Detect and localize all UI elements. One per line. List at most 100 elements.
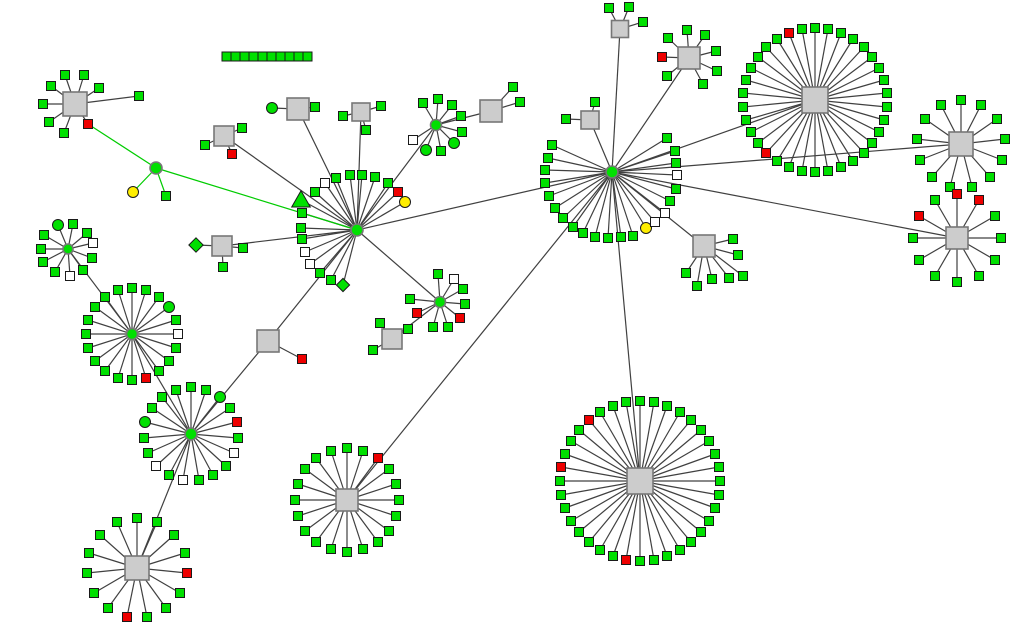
graph-node[interactable]	[221, 461, 231, 471]
graph-node[interactable]	[753, 52, 763, 62]
graph-node[interactable]	[448, 137, 460, 149]
graph-node[interactable]	[100, 292, 110, 302]
graph-node[interactable]	[127, 186, 139, 198]
graph-node[interactable]	[930, 195, 940, 205]
graph-node[interactable]	[300, 247, 310, 257]
graph-hub-node[interactable]	[381, 328, 403, 350]
graph-node[interactable]	[375, 318, 385, 328]
graph-node[interactable]	[540, 178, 550, 188]
graph-node[interactable]	[84, 548, 94, 558]
graph-node[interactable]	[707, 274, 717, 284]
graph-node[interactable]	[238, 243, 248, 253]
graph-node[interactable]	[915, 155, 925, 165]
graph-hub-node[interactable]	[124, 555, 150, 581]
graph-node[interactable]	[867, 138, 877, 148]
graph-node[interactable]	[335, 277, 351, 293]
graph-node[interactable]	[584, 415, 594, 425]
graph-node[interactable]	[186, 382, 196, 392]
graph-node[interactable]	[161, 191, 171, 201]
graph-node[interactable]	[405, 294, 415, 304]
graph-node[interactable]	[681, 268, 691, 278]
graph-node[interactable]	[127, 375, 137, 385]
legend-square[interactable]	[275, 51, 286, 62]
graph-node[interactable]	[180, 548, 190, 558]
graph-node[interactable]	[100, 366, 110, 376]
graph-node[interactable]	[908, 233, 918, 243]
graph-node[interactable]	[88, 238, 98, 248]
graph-node[interactable]	[141, 285, 151, 295]
graph-hub-node[interactable]	[213, 125, 235, 147]
graph-node[interactable]	[50, 267, 60, 277]
graph-node[interactable]	[547, 140, 557, 150]
graph-node[interactable]	[753, 138, 763, 148]
graph-node[interactable]	[624, 2, 634, 12]
graph-node[interactable]	[859, 148, 869, 158]
graph-node[interactable]	[139, 416, 151, 428]
graph-node[interactable]	[836, 162, 846, 172]
graph-node[interactable]	[638, 17, 648, 27]
graph-node[interactable]	[700, 30, 710, 40]
graph-node[interactable]	[458, 284, 468, 294]
graph-node[interactable]	[320, 178, 330, 188]
graph-node[interactable]	[882, 102, 892, 112]
graph-node[interactable]	[640, 222, 652, 234]
graph-node[interactable]	[225, 403, 235, 413]
graph-node[interactable]	[82, 228, 92, 238]
graph-node[interactable]	[447, 100, 457, 110]
graph-node[interactable]	[358, 544, 368, 554]
graph-node[interactable]	[874, 127, 884, 137]
graph-node[interactable]	[370, 172, 380, 182]
graph-node[interactable]	[460, 299, 470, 309]
graph-node[interactable]	[595, 545, 605, 555]
graph-node[interactable]	[874, 63, 884, 73]
graph-node[interactable]	[879, 115, 889, 125]
graph-hub-node[interactable]	[433, 295, 447, 309]
graph-node[interactable]	[561, 114, 571, 124]
graph-node[interactable]	[772, 34, 782, 44]
graph-node[interactable]	[704, 516, 714, 526]
graph-node[interactable]	[68, 219, 78, 229]
graph-node[interactable]	[194, 475, 204, 485]
graph-node[interactable]	[660, 208, 670, 218]
graph-node[interactable]	[560, 503, 570, 513]
graph-hub-node[interactable]	[945, 226, 969, 250]
graph-node[interactable]	[682, 25, 692, 35]
graph-node[interactable]	[555, 476, 565, 486]
graph-node[interactable]	[311, 537, 321, 547]
graph-node[interactable]	[879, 75, 889, 85]
graph-node[interactable]	[714, 490, 724, 500]
graph-node[interactable]	[662, 401, 672, 411]
graph-node[interactable]	[52, 219, 64, 231]
graph-node[interactable]	[164, 356, 174, 366]
graph-node[interactable]	[178, 475, 188, 485]
graph-node[interactable]	[686, 415, 696, 425]
graph-node[interactable]	[326, 446, 336, 456]
graph-node[interactable]	[976, 100, 986, 110]
graph-node[interactable]	[164, 470, 174, 480]
graph-node[interactable]	[670, 146, 680, 156]
graph-node[interactable]	[134, 91, 144, 101]
graph-node[interactable]	[997, 155, 1007, 165]
graph-node[interactable]	[293, 479, 303, 489]
graph-node[interactable]	[161, 603, 171, 613]
graph-node[interactable]	[704, 436, 714, 446]
graph-node[interactable]	[361, 125, 371, 135]
graph-node[interactable]	[113, 285, 123, 295]
graph-node[interactable]	[738, 88, 748, 98]
graph-node[interactable]	[867, 52, 877, 62]
graph-node[interactable]	[90, 356, 100, 366]
graph-node[interactable]	[810, 167, 820, 177]
graph-node[interactable]	[38, 257, 48, 267]
graph-node[interactable]	[300, 526, 310, 536]
graph-node[interactable]	[311, 453, 321, 463]
graph-node[interactable]	[649, 555, 659, 565]
graph-node[interactable]	[635, 556, 645, 566]
graph-node[interactable]	[544, 191, 554, 201]
graph-node[interactable]	[584, 537, 594, 547]
graph-node[interactable]	[39, 230, 49, 240]
graph-node[interactable]	[952, 189, 962, 199]
graph-node[interactable]	[662, 551, 672, 561]
graph-node[interactable]	[728, 234, 738, 244]
graph-hub-node[interactable]	[350, 223, 364, 237]
graph-node[interactable]	[412, 308, 422, 318]
